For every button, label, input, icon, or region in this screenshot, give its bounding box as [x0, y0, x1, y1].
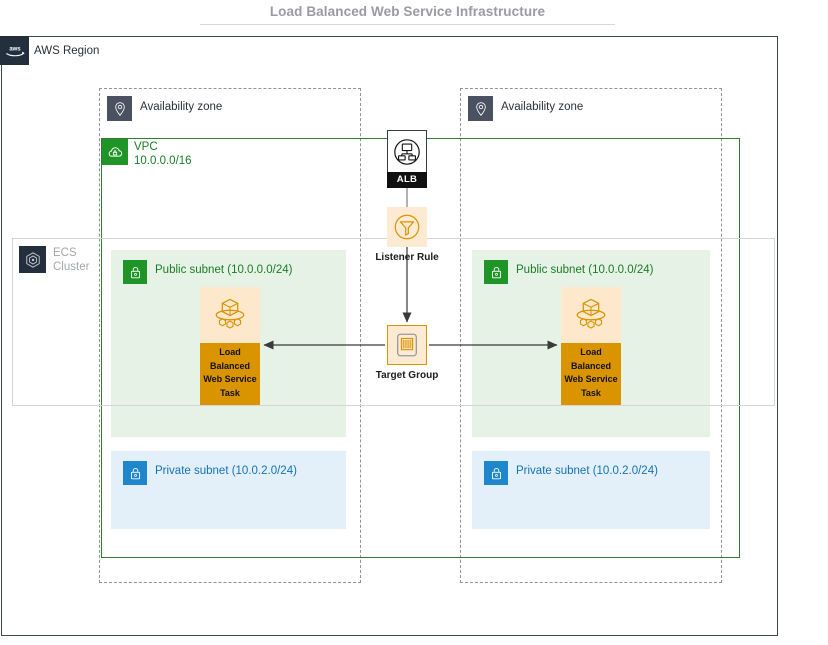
- listener-rule-caption-wrap: Listener Rule: [375, 247, 438, 265]
- public-subnet-label: Public subnet (10.0.0.0/24): [155, 264, 293, 276]
- target-group-icon: [387, 325, 427, 365]
- private-subnet-label: Private subnet (10.0.2.0/24): [155, 465, 297, 477]
- ecs-cluster-label: ECS Cluster: [53, 247, 89, 274]
- ecs-cluster-line2: Cluster: [53, 260, 90, 273]
- title-divider: [200, 24, 615, 25]
- ecs-service-cube-icon: [200, 287, 260, 343]
- availability-zone-label: Availability zone: [140, 101, 223, 113]
- listener-rule-label: Listener Rule: [375, 252, 439, 263]
- vpc-name: VPC: [134, 141, 158, 153]
- lock-icon: [123, 260, 147, 284]
- target-group-node[interactable]: Target Group: [376, 325, 438, 381]
- ecs-task-left[interactable]: Load Balanced Web Service Task: [200, 287, 260, 406]
- application-load-balancer-icon: [387, 130, 427, 172]
- availability-zone-left: Availability zone: [99, 88, 361, 583]
- vpc-cidr: 10.0.0.0/16: [134, 155, 192, 167]
- availability-zone-pin-icon: [468, 96, 493, 121]
- lock-icon: [484, 260, 508, 284]
- page-title: Load Balanced Web Service Infrastructure: [269, 4, 546, 19]
- ecs-cluster-line1: ECS: [53, 247, 77, 259]
- ecs-task-right[interactable]: Load Balanced Web Service Task: [561, 287, 621, 406]
- svg-text:aws: aws: [9, 46, 21, 52]
- private-subnet-label: Private subnet (10.0.2.0/24): [516, 465, 658, 477]
- availability-zone-pin-icon: [107, 96, 132, 121]
- listener-rule-node[interactable]: Listener Rule: [375, 207, 439, 263]
- vpc-cloud-lock-icon: [102, 139, 128, 165]
- ecs-task-label: Load Balanced Web Service Task: [200, 343, 260, 406]
- public-subnet-label: Public subnet (10.0.0.0/24): [516, 264, 654, 276]
- ecs-task-label: Load Balanced Web Service Task: [561, 343, 621, 406]
- private-subnet-right: Private subnet (10.0.2.0/24): [472, 451, 710, 529]
- ecs-cluster-hexagon-icon: [19, 246, 46, 273]
- target-group-label: Target Group: [375, 370, 439, 381]
- alb-label: ALB: [387, 172, 427, 188]
- listener-rule-funnel-icon: [387, 207, 427, 247]
- vpc-label: VPC 10.0.0.0/16: [134, 140, 192, 168]
- aws-region-label: AWS Region: [34, 45, 100, 57]
- private-subnet-left: Private subnet (10.0.2.0/24): [111, 451, 346, 529]
- lock-icon: [123, 461, 147, 485]
- availability-zone-label: Availability zone: [501, 101, 584, 113]
- lock-icon: [484, 461, 508, 485]
- ecs-service-cube-icon: [561, 287, 621, 343]
- diagram-title-block: Load Balanced Web Service Infrastructure: [200, 3, 615, 25]
- target-group-caption-wrap: Target Group: [376, 365, 439, 383]
- availability-zone-right: Availability zone: [460, 88, 722, 583]
- alb-node[interactable]: ALB: [387, 130, 427, 188]
- aws-logo-icon: aws: [0, 36, 29, 65]
